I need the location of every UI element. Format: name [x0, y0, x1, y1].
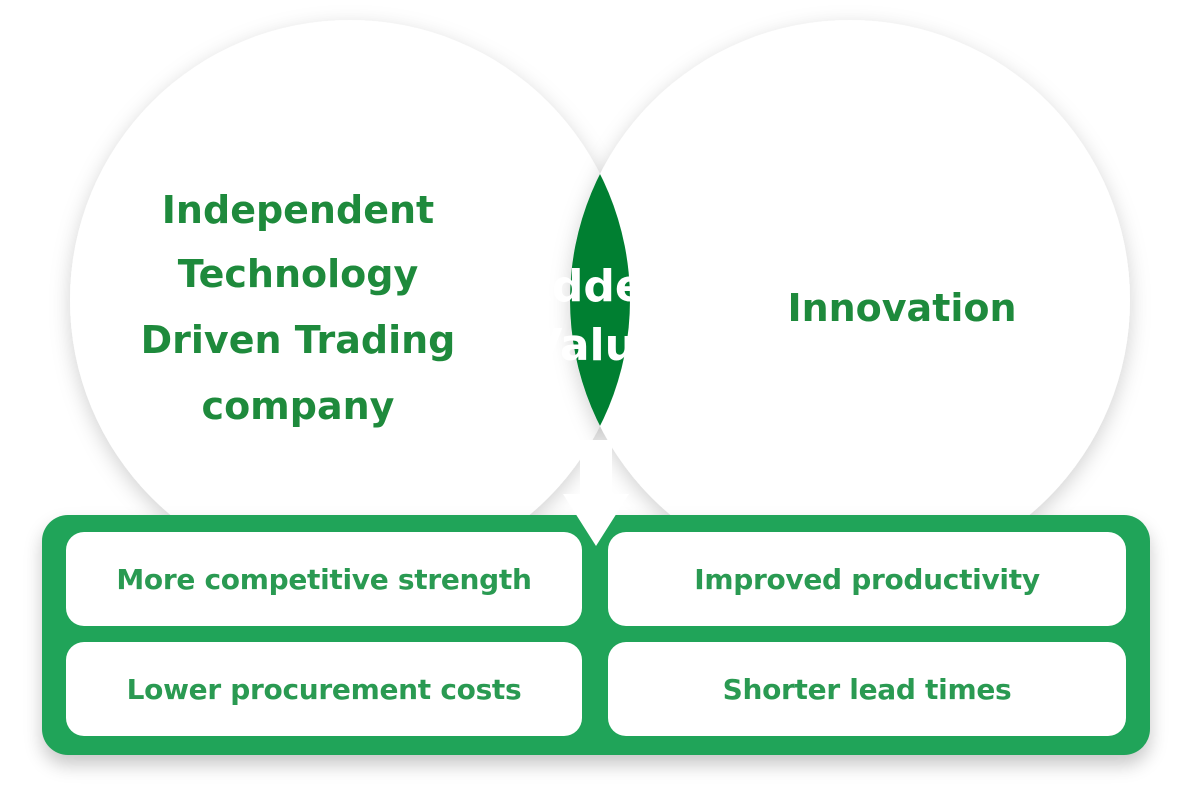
result-card-procurement-costs: Lower procurement costs — [66, 642, 582, 736]
result-label: Improved productivity — [694, 562, 1040, 596]
result-label: More competitive strength — [116, 562, 532, 596]
left-circle — [70, 20, 630, 580]
leaf-line-1: Added — [518, 261, 676, 312]
right-circle — [570, 20, 1130, 580]
result-label: Lower procurement costs — [126, 672, 522, 706]
left-circle-line-4: company — [202, 384, 395, 428]
leaf-line-2: Value — [528, 320, 666, 371]
added-value-text: Added Value — [518, 261, 676, 371]
right-circle-label: Innovation — [787, 286, 1016, 330]
left-circle-line-3: Driven Trading — [141, 318, 456, 362]
result-card-productivity: Improved productivity — [608, 532, 1126, 626]
result-label: Shorter lead times — [722, 672, 1012, 706]
result-card-lead-times: Shorter lead times — [608, 642, 1126, 736]
results-panel: More competitive strength Improved produ… — [42, 515, 1150, 755]
left-circle-line-1: Independent — [162, 188, 434, 232]
left-circle-line-2: Technology — [178, 252, 419, 296]
result-card-competitive-strength: More competitive strength — [66, 532, 582, 626]
left-circle-text: Independent Technology Driven Trading co… — [141, 188, 456, 428]
